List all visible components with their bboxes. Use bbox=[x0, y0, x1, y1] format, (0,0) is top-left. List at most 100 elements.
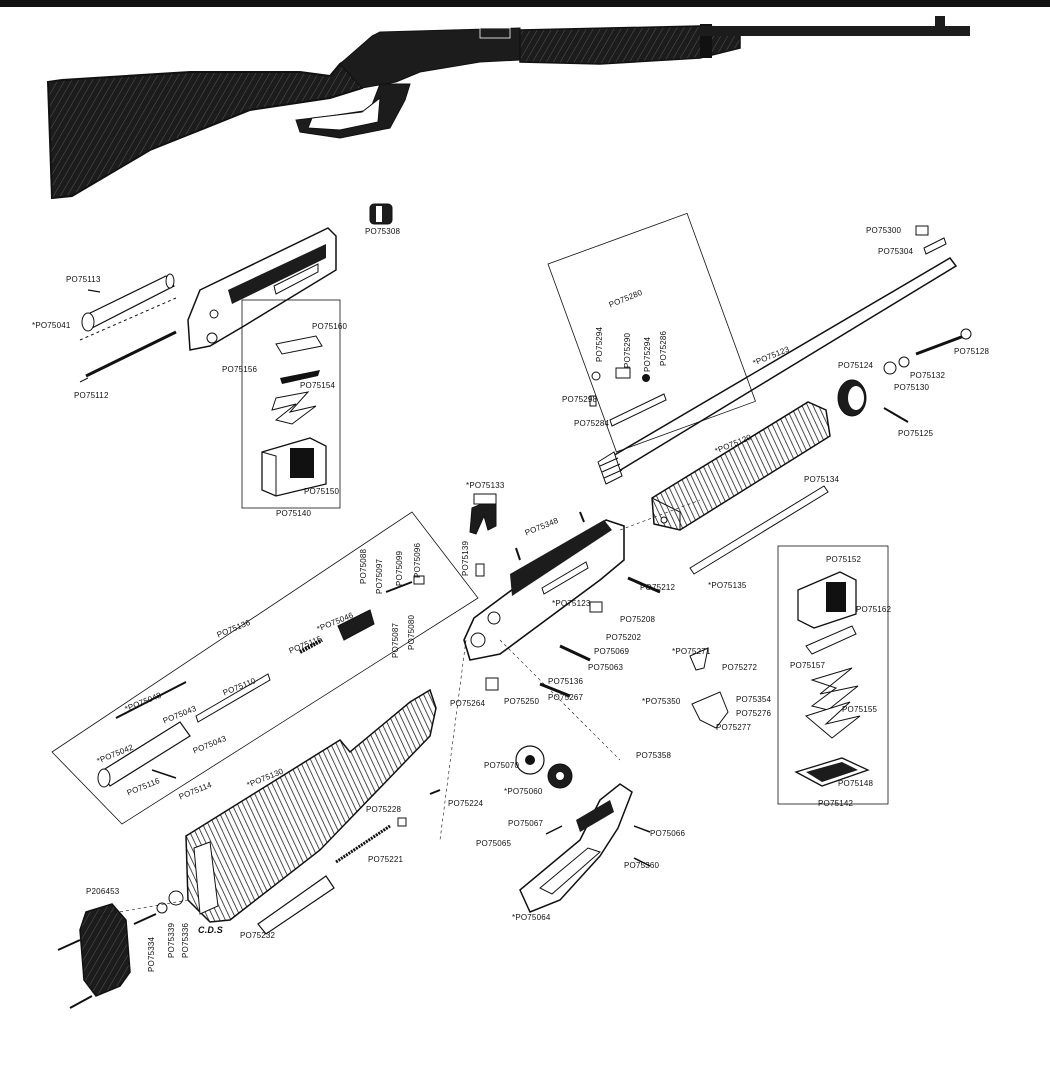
label-po75250: PO75250 bbox=[504, 697, 540, 706]
leader-lines bbox=[95, 499, 701, 917]
bolt-group-parts bbox=[97, 575, 425, 788]
label-po75358: PO75358 bbox=[636, 751, 672, 760]
label-po75097: PO75097 bbox=[375, 558, 384, 594]
top-border-rule bbox=[0, 0, 1050, 7]
label-po75308: PO75308 bbox=[365, 227, 401, 236]
label-po75157: PO75157 bbox=[790, 661, 826, 670]
label-po75360: PO75360 bbox=[624, 861, 660, 870]
label-po75096: PO75096 bbox=[413, 542, 422, 578]
label-po75063: PO75063 bbox=[588, 663, 624, 672]
label-po75132: PO75132 bbox=[910, 371, 946, 380]
label-po75041: *PO75041 bbox=[32, 321, 71, 330]
label-po75336: PO75336 bbox=[181, 922, 190, 958]
label-po75290: PO75290 bbox=[623, 332, 632, 368]
label-po75065: PO75065 bbox=[476, 839, 512, 848]
small-receiver-parts bbox=[475, 511, 661, 698]
label-po75202: PO75202 bbox=[606, 633, 642, 642]
label-po75354: PO75354 bbox=[736, 695, 772, 704]
assembled-rifle bbox=[46, 16, 970, 200]
po75308-part bbox=[369, 203, 393, 225]
label-po75150: PO75150 bbox=[304, 487, 340, 496]
label-po75069: PO75069 bbox=[594, 647, 630, 656]
label-po75160: PO75160 bbox=[312, 322, 348, 331]
receiver-part bbox=[463, 519, 625, 661]
label-po75339: PO75339 bbox=[167, 922, 176, 958]
lever-assembly bbox=[515, 745, 651, 913]
label-po75124: PO75124 bbox=[838, 361, 874, 370]
label-po75064: *PO75064 bbox=[512, 913, 551, 922]
buttstock-part bbox=[185, 688, 437, 923]
label-po75284: PO75284 bbox=[574, 419, 610, 428]
label-po75298: PO75298 bbox=[562, 395, 598, 404]
label-po75080: PO75080 bbox=[407, 614, 416, 650]
label-po75139: PO75139 bbox=[461, 540, 470, 576]
label-po75264: PO75264 bbox=[450, 699, 486, 708]
buttplate-parts bbox=[57, 890, 184, 1009]
label-po75133: *PO75133 bbox=[466, 481, 505, 490]
label-po75300: PO75300 bbox=[866, 226, 902, 235]
trigger-parts bbox=[689, 647, 729, 729]
label-po75136-center: PO75136 bbox=[548, 677, 584, 686]
label-po75128: PO75128 bbox=[954, 347, 990, 356]
label-po75112: PO75112 bbox=[74, 391, 109, 400]
label-po75113: PO75113 bbox=[66, 275, 101, 284]
label-po75142: PO75142 bbox=[818, 799, 854, 808]
label-po75228: PO75228 bbox=[366, 805, 402, 814]
magazine-box-parts bbox=[261, 335, 327, 497]
label-po75208: PO75208 bbox=[620, 615, 656, 624]
front-sight-parts bbox=[915, 225, 947, 255]
label-po75334: PO75334 bbox=[147, 936, 156, 972]
label-po75140: PO75140 bbox=[276, 509, 312, 518]
label-po75060: *PO75060 bbox=[504, 787, 543, 796]
barrel-band-parts bbox=[837, 328, 972, 423]
rifle-receiver bbox=[339, 27, 521, 89]
label-po75271: *PO75271 bbox=[672, 647, 711, 656]
po75280-rear-sight-box bbox=[547, 212, 756, 453]
label-po75130: PO75130 bbox=[894, 383, 930, 392]
po75133-part bbox=[469, 493, 497, 535]
po75142-magazine-box bbox=[777, 545, 889, 805]
label-po75125: PO75125 bbox=[898, 429, 934, 438]
label-po75134: PO75134 bbox=[804, 475, 840, 484]
label-po75123-lower: *PO75123 bbox=[552, 599, 591, 608]
stock-bolt-parts bbox=[257, 789, 441, 935]
magazine-tube-po75134 bbox=[689, 485, 829, 575]
label-p206453: P206453 bbox=[86, 887, 120, 896]
label-po75135: *PO75135 bbox=[708, 581, 747, 590]
receiver-top-part bbox=[187, 227, 337, 351]
label-po75148: PO75148 bbox=[838, 779, 874, 788]
label-po75304: PO75304 bbox=[878, 247, 914, 256]
label-po75221: PO75221 bbox=[368, 855, 404, 864]
label-po75224: PO75224 bbox=[448, 799, 484, 808]
magazine-tube-group bbox=[79, 273, 177, 383]
barrel-part bbox=[597, 257, 958, 485]
po75140-bracket-box bbox=[241, 299, 341, 509]
label-po75212: PO75212 bbox=[640, 583, 676, 592]
label-po75294-a: PO75294 bbox=[595, 326, 604, 362]
label-po75267: PO75267 bbox=[548, 693, 584, 702]
label-po75155: PO75155 bbox=[842, 705, 878, 714]
label-po75286: PO75286 bbox=[659, 330, 668, 366]
label-po75350: *PO75350 bbox=[642, 697, 681, 706]
rear-sight-parts bbox=[589, 367, 667, 427]
label-po75294-b: PO75294 bbox=[643, 336, 652, 372]
label-po75099: PO75099 bbox=[395, 550, 404, 586]
illustrator-signature: C.D.S bbox=[198, 925, 224, 935]
label-po75232: PO75232 bbox=[240, 931, 276, 940]
label-po75277: PO75277 bbox=[716, 723, 752, 732]
label-po75272: PO75272 bbox=[722, 663, 758, 672]
label-po75162: PO75162 bbox=[856, 605, 892, 614]
label-po75066: PO75066 bbox=[650, 829, 686, 838]
label-po75156: PO75156 bbox=[222, 365, 258, 374]
label-po75088: PO75088 bbox=[359, 548, 368, 584]
label-po75070: PO75070 bbox=[484, 761, 520, 770]
label-po75152: PO75152 bbox=[826, 555, 862, 564]
label-po75276: PO75276 bbox=[736, 709, 772, 718]
magazine-box-right-parts bbox=[794, 571, 870, 787]
label-po75087: PO75087 bbox=[391, 622, 400, 658]
forearm-part bbox=[651, 401, 831, 531]
label-po75154: PO75154 bbox=[300, 381, 336, 390]
rifle-barrel bbox=[700, 26, 970, 36]
po75136-bolt-group-box bbox=[51, 511, 479, 825]
